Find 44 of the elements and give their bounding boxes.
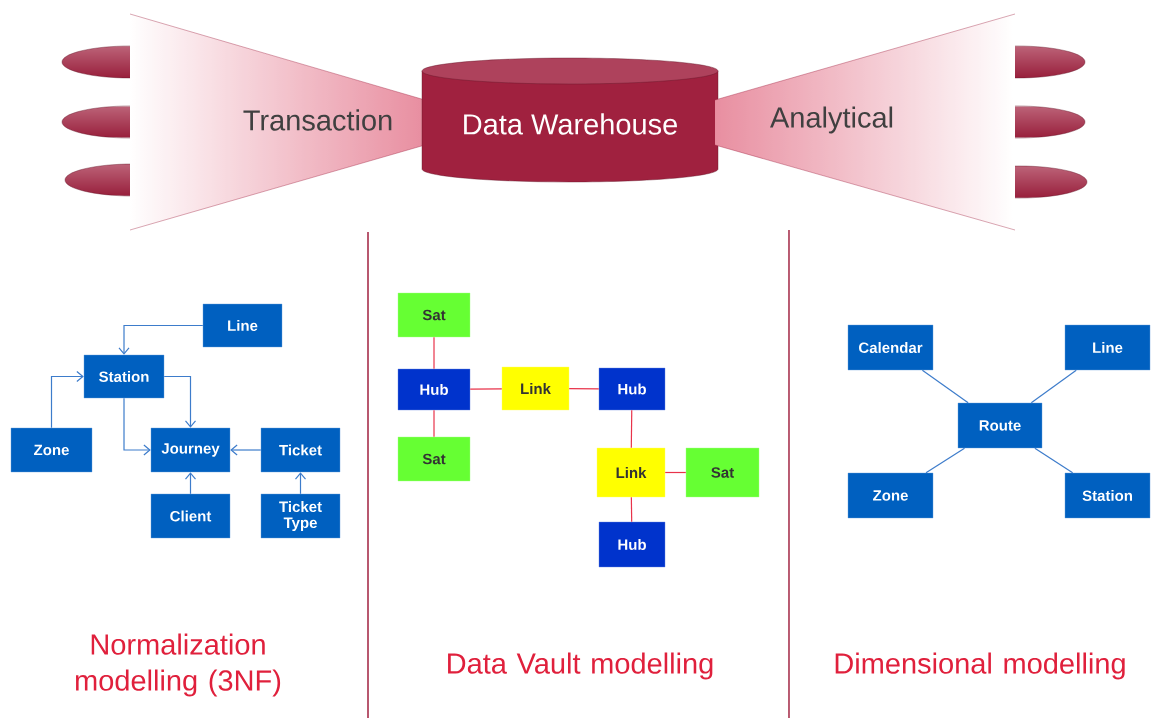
section-heading: Dimensional modelling (835, 652, 1125, 680)
table-box: Route (957, 402, 1043, 449)
database-cylinder: Data Warehouse (421, 57, 719, 183)
arrow (123, 397, 151, 456)
connector-line (469, 388, 503, 390)
funnel-band: Analytical (714, 13, 1016, 231)
arrow (230, 444, 262, 456)
connector-line (433, 336, 435, 370)
connector-line (630, 409, 633, 449)
table-box: Station (83, 354, 165, 399)
connector-line (433, 409, 435, 438)
table-box: Station (1064, 472, 1151, 519)
table-box: Journey (150, 427, 231, 473)
table-box: Link (596, 447, 666, 498)
connector-line (1030, 369, 1077, 404)
table-box: Sat (397, 436, 471, 482)
table-box: Ticket (260, 427, 341, 473)
table-box: Hub (598, 521, 666, 568)
arrow (184, 472, 197, 495)
arrow (163, 375, 197, 428)
section-heading: Data Vault modelling (448, 652, 713, 680)
section-heading: Normalization modelling (3NF) (76, 633, 281, 697)
table-box: Zone (10, 427, 93, 473)
arrow (294, 472, 307, 495)
connector-line (1034, 447, 1074, 474)
table-box: Sat (685, 447, 760, 498)
table-box: Calendar (847, 324, 934, 371)
table-box: Sat (397, 292, 471, 338)
table-box: Hub (397, 368, 471, 411)
table-box: Line (202, 303, 283, 348)
table-box: Hub (598, 367, 666, 411)
arrow (118, 324, 204, 355)
table-box: Client (150, 493, 231, 539)
funnel-band: Transaction (129, 13, 426, 231)
connector-line (921, 369, 969, 404)
table-box: Line (1064, 324, 1151, 371)
table-box: Zone (847, 472, 934, 519)
connector-line (925, 447, 966, 474)
connector-line (568, 388, 600, 390)
connector-line (630, 496, 633, 523)
arrow (50, 370, 84, 429)
table-box: Ticket Type (260, 493, 341, 539)
table-box: Link (501, 366, 570, 411)
connector-line (664, 471, 687, 474)
